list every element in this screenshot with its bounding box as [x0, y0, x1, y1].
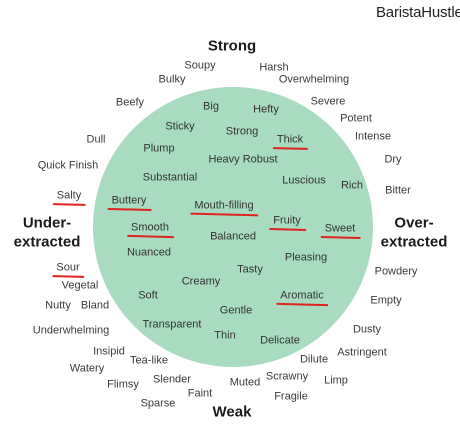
outer-word-empty: Empty	[370, 294, 402, 307]
pole-strong: Strong	[207, 37, 257, 55]
pole-under-line1: Under-	[22, 214, 72, 232]
outer-word-dull: Dull	[86, 133, 106, 146]
outer-word-limp: Limp	[324, 374, 348, 387]
outer-word-bland: Bland	[80, 299, 110, 312]
outer-word-faint: Faint	[187, 387, 213, 400]
inner-word-sticky: Sticky	[165, 120, 195, 133]
outer-word-powdery: Powdery	[374, 265, 418, 278]
outer-word-severe: Severe	[310, 95, 346, 108]
outer-word-salty: Salty	[56, 189, 82, 202]
outer-word-fragile: Fragile	[274, 390, 308, 403]
inner-word-mouth-filling: Mouth-filling	[194, 199, 254, 212]
inner-word-creamy: Creamy	[181, 275, 221, 288]
inner-word-luscious: Luscious	[282, 174, 326, 187]
outer-word-sparse: Sparse	[140, 397, 176, 410]
outer-word-harsh: Harsh	[259, 61, 289, 74]
inner-word-strong: Strong	[225, 125, 259, 138]
outer-word-astringent: Astringent	[337, 346, 387, 359]
inner-word-buttery: Buttery	[111, 194, 147, 207]
outer-word-vegetal: Vegetal	[61, 279, 99, 292]
outer-word-muted: Muted	[229, 376, 261, 389]
inner-word-transparent: Transparent	[142, 318, 202, 331]
outer-word-bitter: Bitter	[385, 184, 411, 197]
outer-word-sour: Sour	[56, 261, 80, 274]
outer-word-quick-finish: Quick Finish	[37, 159, 99, 172]
brand-logo: BaristaHustle	[376, 4, 460, 21]
inner-word-big: Big	[203, 100, 219, 113]
outer-word-potent: Potent	[340, 112, 372, 125]
outer-word-dry: Dry	[384, 153, 402, 166]
outer-word-slender: Slender	[153, 373, 191, 386]
outer-word-underwhelming: Underwhelming	[32, 324, 110, 337]
inner-word-aromatic: Aromatic	[280, 289, 324, 302]
outer-word-overwhelming: Overwhelming	[278, 73, 350, 86]
inner-word-delicate: Delicate	[260, 334, 300, 347]
outer-word-scrawny: Scrawny	[265, 370, 309, 383]
outer-word-dusty: Dusty	[352, 323, 382, 336]
pole-under-extracted: Under- extracted	[14, 214, 81, 252]
inner-word-tasty: Tasty	[237, 263, 263, 276]
pole-under-line2: extracted	[13, 233, 81, 250]
outer-word-nutty: Nutty	[45, 299, 71, 312]
outer-word-intense: Intense	[354, 130, 392, 143]
outer-word-tea-like: Tea-like	[130, 354, 168, 367]
inner-word-soft: Soft	[138, 289, 158, 302]
inner-word-substantial: Substantial	[142, 171, 198, 184]
inner-word-nuanced: Nuanced	[126, 246, 172, 259]
inner-word-sweet: Sweet	[324, 222, 356, 235]
inner-word-hefty: Hefty	[253, 103, 279, 116]
outer-word-soupy: Soupy	[184, 59, 216, 72]
outer-word-watery: Watery	[69, 362, 105, 375]
pole-weak: Weak	[212, 403, 252, 421]
outer-word-bulky: Bulky	[158, 73, 186, 86]
outer-word-beefy: Beefy	[115, 96, 145, 109]
outer-word-flimsy: Flimsy	[107, 378, 139, 391]
inner-word-thin: Thin	[214, 329, 236, 342]
pole-over-line1: Over-	[394, 214, 434, 232]
inner-word-pleasing: Pleasing	[284, 251, 328, 264]
inner-word-rich: Rich	[340, 179, 364, 192]
inner-word-fruity: Fruity	[273, 214, 301, 227]
pole-over-line2: extracted	[380, 233, 448, 250]
inner-word-balanced: Balanced	[210, 230, 256, 243]
inner-word-smooth: Smooth	[131, 221, 169, 234]
outer-word-insipid: Insipid	[93, 345, 125, 358]
inner-word-thick: Thick	[276, 133, 304, 146]
inner-word-plump: Plump	[143, 142, 175, 155]
outer-word-dilute: Dilute	[299, 353, 329, 366]
pole-over-extracted: Over- extracted	[381, 214, 448, 252]
inner-word-gentle: Gentle	[219, 304, 253, 317]
inner-word-heavy-robust: Heavy Robust	[208, 153, 278, 166]
